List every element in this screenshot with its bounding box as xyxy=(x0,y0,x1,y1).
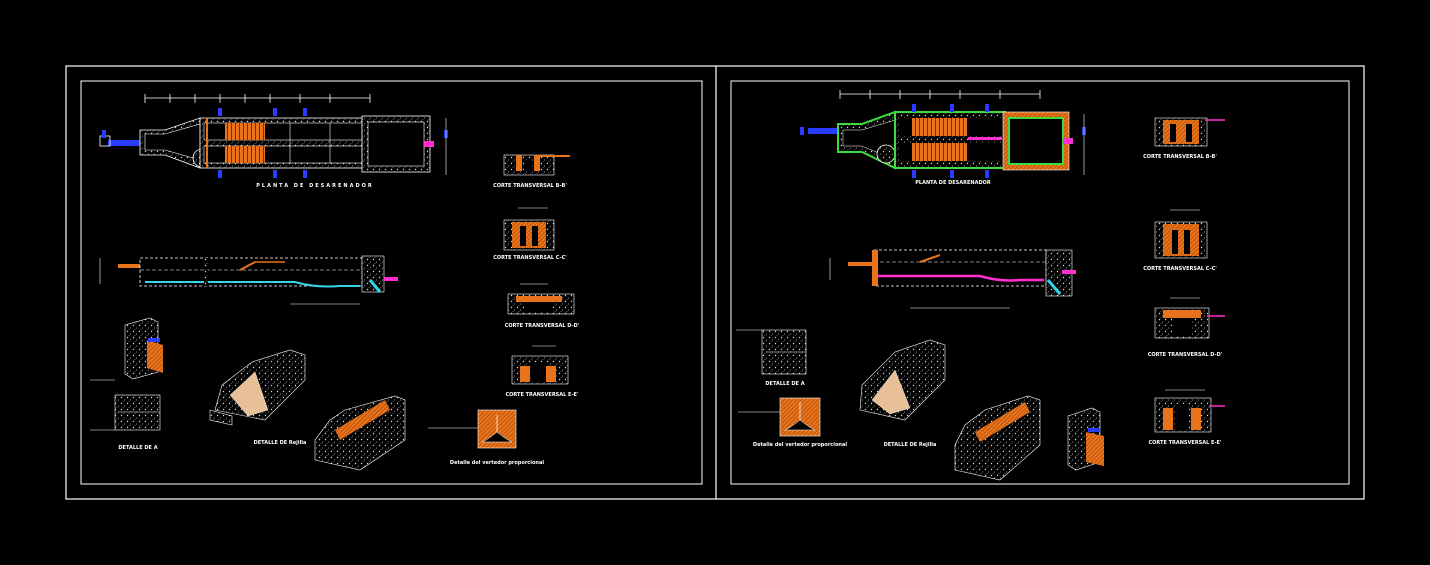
detail-weir-title-left: Detalle del vertedor proporcional xyxy=(450,460,544,466)
detail-grate-right: DETALLE DE Rejilla xyxy=(859,339,1041,481)
section-e-left: CORTE TRANSVERSAL E-E' xyxy=(506,345,579,398)
detail-weir-title-right: Detalle del vertedor proporcional xyxy=(753,442,847,448)
sheet-frame-outer xyxy=(65,65,1365,500)
detail-wall-right xyxy=(1067,407,1104,471)
detail-weir-left: Detalle del vertedor proporcional xyxy=(428,409,544,466)
section-b-left: CORTE TRANSVERSAL B-B' xyxy=(493,154,570,189)
detail-a-left: DETALLE DE A xyxy=(90,317,163,451)
plan-view-right: PLANTA DE DESARENADOR xyxy=(800,90,1086,186)
section-d-title-right: CORTE TRANSVERSAL D-D' xyxy=(1148,352,1223,358)
detail-a-title-left: DETALLE DE A xyxy=(118,445,157,451)
section-e-right: CORTE TRANSVERSAL E-E' xyxy=(1149,389,1225,446)
section-b-right: CORTE TRANSVERSAL B-B' xyxy=(1143,117,1225,160)
section-d-left: CORTE TRANSVERSAL D-D' xyxy=(505,283,580,329)
section-c-title-right: CORTE TRANSVERSAL C-C' xyxy=(1143,266,1217,272)
sheet-right-border xyxy=(730,80,1350,485)
profile-view-left xyxy=(99,255,398,305)
sheet-left: PLANTA DE DESARENADOR CORTE TRANSVER xyxy=(80,80,703,485)
plan-title-right: PLANTA DE DESARENADOR xyxy=(915,180,991,186)
section-c-right: CORTE TRANSVERSAL C-C' xyxy=(1143,209,1217,272)
detail-a-right: DETALLE DE A xyxy=(736,329,807,387)
section-b-title-right: CORTE TRANSVERSAL B-B' xyxy=(1143,154,1217,160)
detail-grate-title-right: DETALLE DE Rejilla xyxy=(884,442,937,448)
section-c-title-left: CORTE TRANSVERSAL C-C' xyxy=(493,255,567,261)
detail-grate-title-left: DETALLE DE Rejilla xyxy=(254,440,307,446)
plan-view-left: PLANTA DE DESARENADOR xyxy=(99,94,448,189)
detail-weir-right: Detalle del vertedor proporcional xyxy=(738,397,847,448)
detail-a-title-right: DETALLE DE A xyxy=(765,381,804,387)
sheet-right: PLANTA DE DESARENADOR CORTE TRANSVERSAL … xyxy=(730,80,1350,485)
section-d-title-left: CORTE TRANSVERSAL D-D' xyxy=(505,323,580,329)
profile-view-right xyxy=(829,249,1076,309)
plan-title-left: PLANTA DE DESARENADOR xyxy=(256,183,373,189)
detail-grate-left: DETALLE DE Rejilla xyxy=(209,349,406,471)
section-d-right: CORTE TRANSVERSAL D-D' xyxy=(1148,297,1225,358)
section-b-title-left: CORTE TRANSVERSAL B-B' xyxy=(493,183,567,189)
section-e-title-left: CORTE TRANSVERSAL E-E' xyxy=(506,392,579,398)
sheet-left-border xyxy=(80,80,703,485)
section-e-title-right: CORTE TRANSVERSAL E-E' xyxy=(1149,440,1222,446)
section-c-left: CORTE TRANSVERSAL C-C' xyxy=(493,207,567,261)
